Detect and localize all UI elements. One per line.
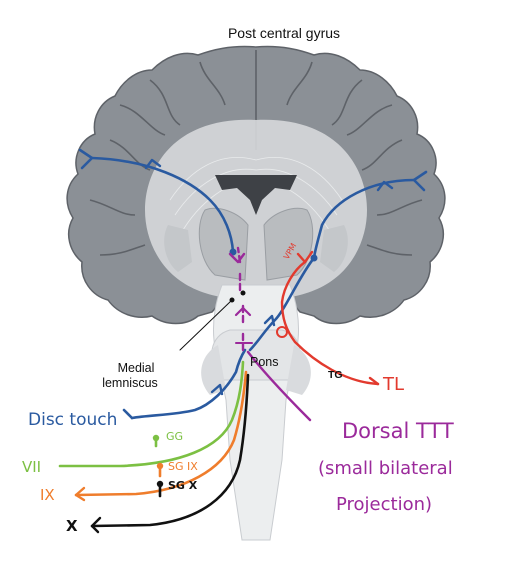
red-fork-vpm <box>296 250 314 264</box>
green-ganglion <box>152 434 160 442</box>
gg-label: GG <box>166 430 183 443</box>
purple-pathway-crossing <box>246 350 312 422</box>
blue-pathway-brainstem <box>130 348 247 420</box>
medial-lemniscus-pointer <box>179 299 233 351</box>
black-fork <box>90 516 102 534</box>
red-tick <box>368 376 380 386</box>
black-ganglion <box>156 480 164 488</box>
pathways <box>58 148 428 534</box>
insula-left <box>164 225 192 272</box>
blue-terminal-right <box>310 254 318 262</box>
dorsal-ttt-label-3: Projection) <box>336 494 432 515</box>
blue-arrow-left <box>144 158 162 170</box>
title-label: Post central gyrus <box>228 25 340 41</box>
dorsal-ttt-label-1: Dorsal TTT <box>342 419 454 443</box>
blue-pathway-left-cortex <box>90 156 235 254</box>
red-ganglion-ring <box>276 326 288 338</box>
aqueduct <box>240 290 246 296</box>
peduncle-right <box>286 345 311 395</box>
red-pathway <box>280 260 380 386</box>
thalamus-right <box>263 207 314 281</box>
medial-lemniscus-dot <box>229 297 235 303</box>
dorsal-ttt-label-2: (small bilateral <box>318 458 453 479</box>
blue-fork-right <box>412 170 428 192</box>
purple-fork-thalamus <box>228 252 246 264</box>
orange-fork <box>74 486 86 502</box>
brain-illustration <box>66 45 446 541</box>
medial-lemniscus-label-2: lemniscus <box>102 376 158 390</box>
fiber-tracts <box>169 157 343 236</box>
thalamus-left <box>198 207 249 281</box>
vii-label: VII <box>22 458 41 476</box>
x-label: X <box>66 517 78 535</box>
tl-label: TL <box>382 374 404 395</box>
purple-arrow <box>234 306 252 317</box>
lateral-ventricles <box>215 175 297 215</box>
blue-tick <box>122 408 134 420</box>
sg-x-label: SG X <box>168 479 198 492</box>
blue-fork-left <box>78 148 94 170</box>
insula-right <box>320 225 348 272</box>
blue-arrow-pons <box>263 314 276 327</box>
labels: Post central gyrus Medial lemniscus Pons… <box>22 25 454 535</box>
medial-lemniscus-label-1: Medial <box>118 361 155 375</box>
green-pathway <box>58 360 245 468</box>
blue-arrow-brainstem <box>210 383 224 396</box>
peduncle-left <box>201 345 226 395</box>
disc-touch-label: Disc touch <box>28 410 117 430</box>
blue-pathway-thalamic <box>248 256 316 352</box>
pons-label: Pons <box>250 355 279 369</box>
blue-arrow-right <box>376 180 394 192</box>
ix-label: IX <box>40 486 55 504</box>
purple-pathway-up <box>236 246 245 352</box>
sg-ix-label: SG IX <box>168 460 198 473</box>
orange-pathway <box>74 370 248 497</box>
black-pathway <box>90 373 250 528</box>
orange-ganglion <box>156 462 164 470</box>
tg-label: TG <box>328 369 343 381</box>
